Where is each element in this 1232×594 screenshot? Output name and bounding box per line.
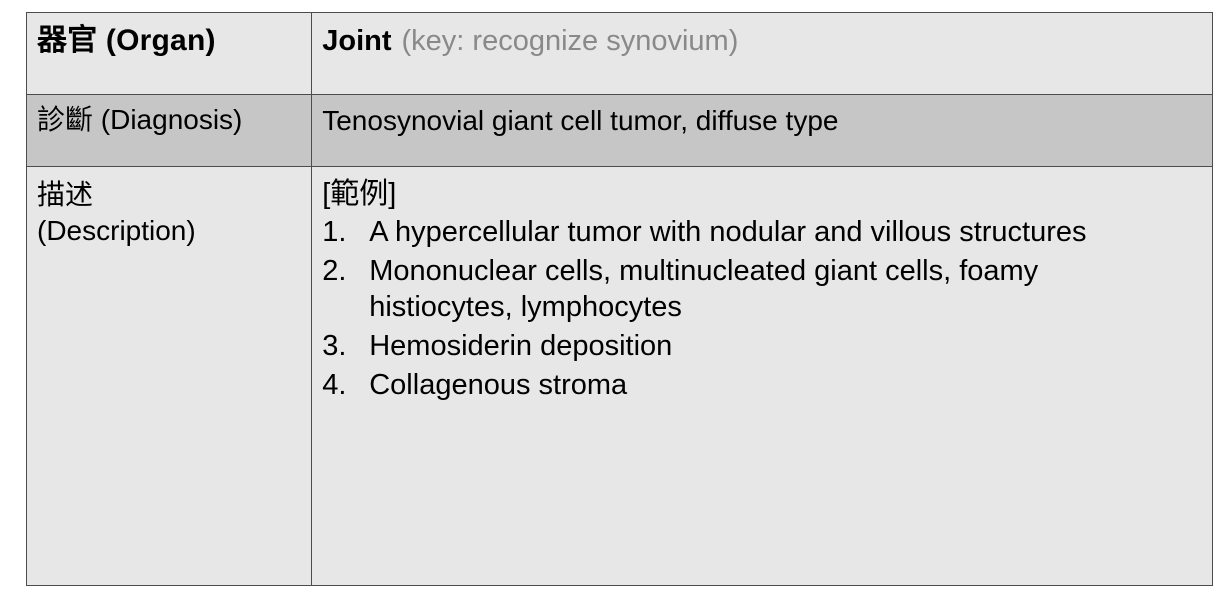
organ-label: 器官 (Organ) (37, 24, 216, 57)
table-row-organ: 器官 (Organ) Joint (key: recognize synovium… (25, 12, 1213, 95)
description-label-line-1: 描述 (37, 179, 94, 210)
list-item: 1. A hypercellular tumor with nodular an… (322, 215, 1200, 251)
diagnosis-value: Tenosynovial giant cell tumor, diffuse t… (322, 105, 839, 136)
list-item-text: Hemosiderin deposition (369, 329, 673, 362)
list-item-text: Collagenous stroma (369, 368, 628, 401)
diagnosis-value-cell: Tenosynovial giant cell tumor, diffuse t… (311, 94, 1213, 167)
list-item-number: 2. (322, 254, 347, 287)
list-item-text: Mononuclear cells, multinucleated giant … (369, 254, 1039, 323)
list-item: 4. Collagenous stroma (322, 368, 1200, 404)
list-item-number: 3. (322, 329, 347, 362)
description-label-cell: 描述 (Description) (25, 166, 313, 586)
description-value-cell: [範例] 1. A hypercellular tumor with nodul… (311, 166, 1213, 586)
list-item-number: 4. (322, 368, 347, 401)
organ-key-hint: (key: recognize synovium) (401, 25, 739, 57)
organ-label-cell: 器官 (Organ) (25, 12, 313, 95)
table-row-description: 描述 (Description) [範例] 1. A hypercellular… (25, 166, 1213, 586)
description-label-line-2: (Description) (37, 215, 196, 247)
organ-diagnosis-description-table: 器官 (Organ) Joint (key: recognize synovium… (25, 12, 1213, 586)
description-example-tag: [範例] (322, 178, 397, 210)
table-row-diagnosis: 診斷 (Diagnosis) Tenosynovial giant cell t… (25, 94, 1213, 167)
list-item: 2. Mononuclear cells, multinucleated gia… (322, 254, 1200, 326)
organ-value: Joint (key: recognize synovium) (312, 13, 1212, 66)
description-label: 描述 (Description) (27, 167, 311, 258)
diagnosis-label-cell: 診斷 (Diagnosis) (25, 94, 313, 167)
diagnosis-label: 診斷 (Diagnosis) (37, 104, 243, 135)
list-item-text: A hypercellular tumor with nodular and v… (369, 215, 1087, 248)
list-item: 3. Hemosiderin deposition (322, 329, 1200, 365)
description-list: 1. A hypercellular tumor with nodular an… (322, 215, 1200, 404)
list-item-number: 1. (322, 215, 347, 248)
organ-name: Joint (322, 25, 392, 57)
description-content: [範例] 1. A hypercellular tumor with nodul… (312, 167, 1212, 415)
organ-value-cell: Joint (key: recognize synovium) (311, 12, 1213, 95)
